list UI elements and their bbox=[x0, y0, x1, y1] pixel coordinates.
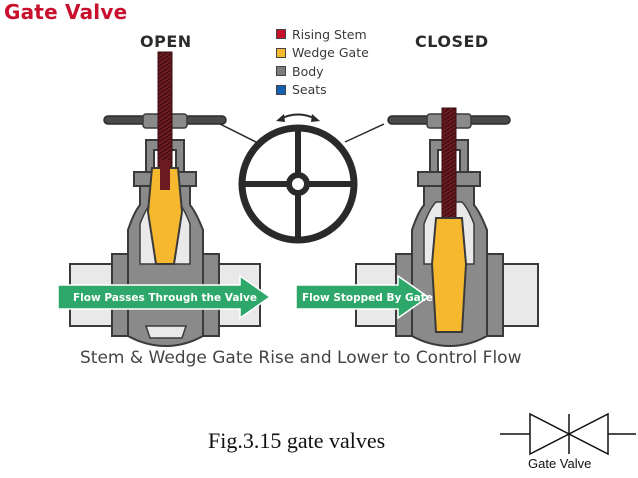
legend-swatch-seats bbox=[276, 84, 286, 95]
legend-swatch-rising-stem bbox=[276, 29, 286, 40]
legend-swatch-body bbox=[276, 66, 286, 77]
open-stem-lower bbox=[160, 160, 170, 190]
legend-item-rising-stem: Rising Stem bbox=[276, 25, 369, 44]
closed-flange-right bbox=[486, 253, 504, 337]
rotation-arrowhead-right bbox=[311, 114, 320, 122]
handwheel-center bbox=[219, 113, 385, 244]
leader-line-right bbox=[344, 123, 385, 143]
open-valve-bottom-cavity bbox=[144, 325, 188, 339]
gate-valve-symbol bbox=[500, 412, 636, 456]
closed-label: CLOSED bbox=[415, 32, 489, 51]
handwheel-rim bbox=[238, 124, 358, 244]
handwheel-center-hole bbox=[292, 178, 304, 190]
symbol-triangle-right bbox=[567, 412, 609, 456]
open-flow-arrow bbox=[57, 274, 272, 320]
legend: Rising Stem Wedge Gate Body Seats bbox=[276, 25, 369, 99]
page-title: Gate Valve bbox=[4, 0, 128, 24]
open-label: OPEN bbox=[140, 32, 192, 51]
closed-rising-stem bbox=[441, 107, 457, 221]
leader-line-left bbox=[219, 123, 257, 143]
open-rising-stem bbox=[157, 51, 173, 173]
rotation-arrow bbox=[279, 113, 317, 120]
closed-valve: Flow Stopped By Gate bbox=[295, 107, 539, 348]
symbol-triangle-left bbox=[529, 412, 571, 456]
legend-item-body: Body bbox=[276, 62, 369, 81]
symbol-label: Gate Valve bbox=[528, 456, 592, 471]
legend-label: Wedge Gate bbox=[292, 45, 369, 61]
closed-flow-arrow bbox=[295, 274, 430, 320]
closed-wedge-gate bbox=[430, 217, 468, 333]
legend-label: Rising Stem bbox=[292, 26, 367, 42]
figure-caption: Fig.3.15 gate valves bbox=[208, 428, 386, 453]
legend-label: Body bbox=[292, 63, 324, 79]
open-flow-text: Flow Passes Through the Valve bbox=[73, 292, 257, 304]
legend-item-wedge-gate: Wedge Gate bbox=[276, 44, 369, 63]
legend-swatch-wedge-gate bbox=[276, 47, 286, 58]
diagram-caption: Stem & Wedge Gate Rise and Lower to Cont… bbox=[80, 348, 522, 368]
closed-flow-text: Flow Stopped By Gate bbox=[302, 292, 433, 304]
legend-label: Seats bbox=[292, 82, 327, 98]
open-valve: Flow Passes Through the Valve bbox=[57, 51, 272, 348]
legend-item-seats: Seats bbox=[276, 81, 369, 100]
rotation-arrowhead-left bbox=[276, 114, 285, 122]
open-wedge-gate bbox=[146, 167, 184, 265]
